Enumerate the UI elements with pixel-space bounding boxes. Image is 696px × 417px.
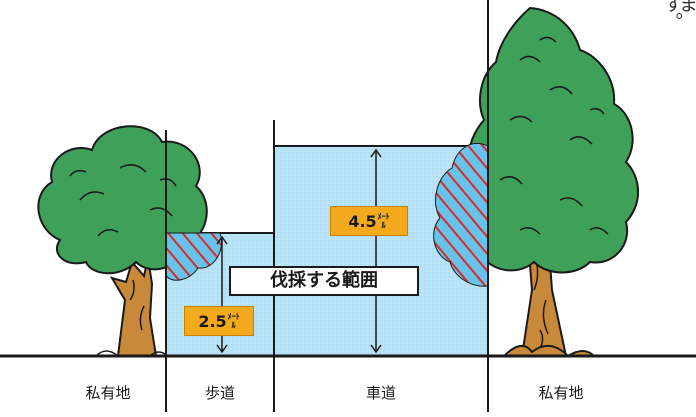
side-note-text: か あ り ま す。 bbox=[661, 0, 696, 30]
cut-range-label: 伐採する範囲 bbox=[229, 266, 419, 296]
zone-label-private-right: 私有地 bbox=[538, 384, 584, 402]
right-tree bbox=[461, 6, 640, 358]
roadway-cut-area bbox=[433, 143, 489, 287]
roadway-height-badge: 4.5 ﾒｰﾄﾙ bbox=[330, 206, 408, 236]
left-tree bbox=[37, 125, 208, 357]
sidewalk-height-badge: 2.5 ﾒｰﾄﾙ bbox=[184, 306, 254, 336]
zone-label-private-left: 私有地 bbox=[85, 384, 131, 402]
zone-label-roadway: 車道 bbox=[365, 384, 396, 402]
zone-label-sidewalk: 歩道 bbox=[204, 384, 235, 402]
